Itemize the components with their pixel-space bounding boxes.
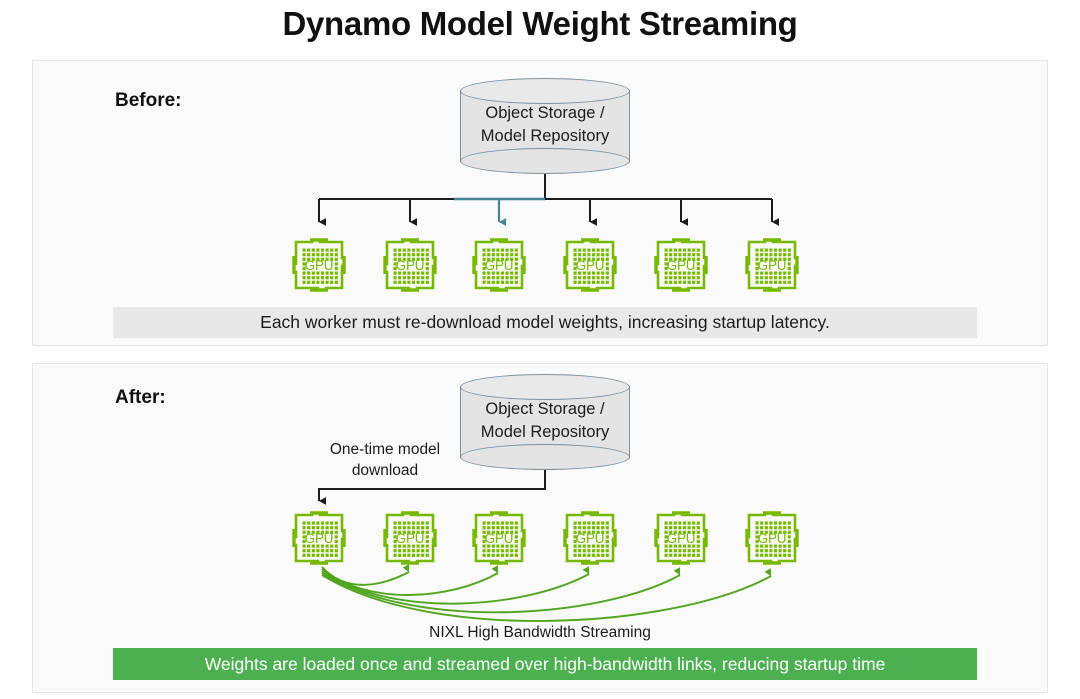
- after-caption: Weights are loaded once and streamed ove…: [113, 648, 977, 680]
- before-object-storage-cylinder: Object Storage / Model Repository: [460, 78, 630, 174]
- before-gpu-6[interactable]: GPU: [743, 236, 801, 294]
- gpu-label: GPU: [395, 530, 425, 546]
- gpu-label: GPU: [304, 257, 334, 273]
- before-gpu-4[interactable]: GPU: [561, 236, 619, 294]
- gpu-chip-icon: [652, 509, 710, 567]
- gpu-label: GPU: [666, 530, 696, 546]
- after-gpu-6[interactable]: GPU: [743, 509, 801, 567]
- after-stage-label: After:: [115, 387, 166, 408]
- cylinder-top-ellipse: [460, 374, 630, 400]
- gpu-label: GPU: [575, 530, 605, 546]
- gpu-label: GPU: [304, 530, 334, 546]
- after-gpu-4[interactable]: GPU: [561, 509, 619, 567]
- after-object-storage-cylinder: Object Storage / Model Repository: [460, 374, 630, 470]
- after-gpu-5[interactable]: GPU: [652, 509, 710, 567]
- gpu-chip-icon: [290, 509, 348, 567]
- gpu-label: GPU: [484, 257, 514, 273]
- gpu-label: GPU: [666, 257, 696, 273]
- storage-line-2: Model Repository: [480, 127, 610, 145]
- cylinder-bottom-ellipse: [460, 148, 630, 174]
- gpu-chip-icon: [470, 236, 528, 294]
- gpu-label: GPU: [757, 530, 787, 546]
- gpu-chip-icon: [470, 509, 528, 567]
- gpu-chip-icon: [290, 236, 348, 294]
- storage-line-2: Model Repository: [480, 423, 610, 441]
- nixl-streaming-label: NIXL High Bandwidth Streaming: [429, 624, 651, 641]
- after-gpu-2[interactable]: GPU: [381, 509, 439, 567]
- cylinder-bottom-ellipse: [460, 444, 630, 470]
- after-gpu-3[interactable]: GPU: [470, 509, 528, 567]
- before-gpu-1[interactable]: GPU: [290, 236, 348, 294]
- before-caption: Each worker must re-download model weigh…: [113, 307, 977, 338]
- gpu-label: GPU: [757, 257, 787, 273]
- gpu-label: GPU: [395, 257, 425, 273]
- download-note-line-1: One-time model: [329, 441, 441, 458]
- page-title: Dynamo Model Weight Streaming: [282, 5, 798, 42]
- gpu-chip-icon: [561, 509, 619, 567]
- gpu-chip-icon: [381, 509, 439, 567]
- storage-line-1: Object Storage /: [485, 400, 605, 418]
- download-note-line-2: download: [351, 462, 419, 479]
- gpu-label: GPU: [484, 530, 514, 546]
- storage-line-1: Object Storage /: [485, 104, 605, 122]
- before-stage-label: Before:: [115, 90, 182, 111]
- gpu-chip-icon: [381, 236, 439, 294]
- cylinder-text: Object Storage / Model Repository: [460, 398, 630, 444]
- gpu-chip-icon: [561, 236, 619, 294]
- before-gpu-3[interactable]: GPU: [470, 236, 528, 294]
- gpu-chip-icon: [743, 236, 801, 294]
- gpu-chip-icon: [652, 236, 710, 294]
- gpu-label: GPU: [575, 257, 605, 273]
- after-gpu-1[interactable]: GPU: [290, 509, 348, 567]
- gpu-chip-icon: [743, 509, 801, 567]
- cylinder-top-ellipse: [460, 78, 630, 104]
- cylinder-text: Object Storage / Model Repository: [460, 102, 630, 148]
- before-gpu-2[interactable]: GPU: [381, 236, 439, 294]
- one-time-download-note: One-time model download: [305, 439, 465, 481]
- before-gpu-5[interactable]: GPU: [652, 236, 710, 294]
